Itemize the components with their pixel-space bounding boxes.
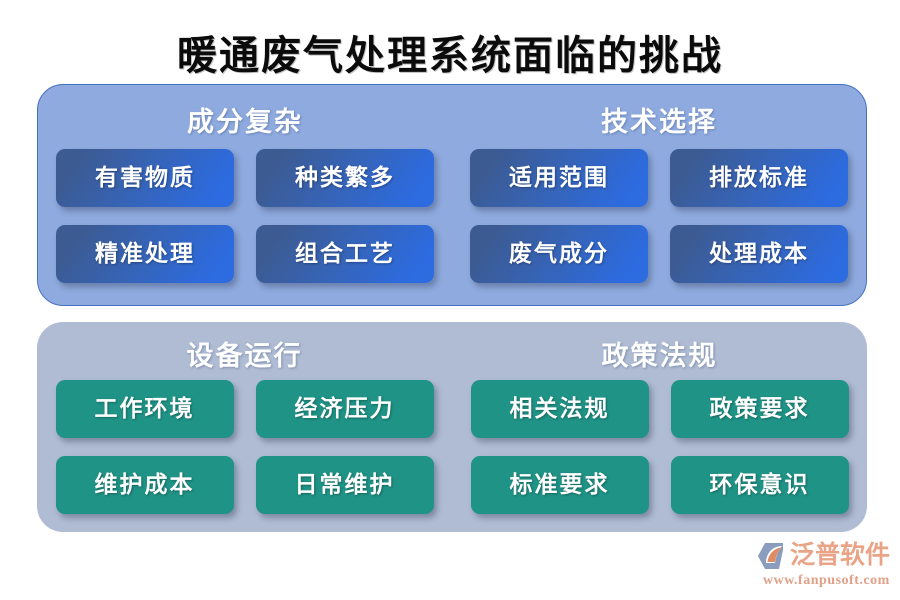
chip-grid: 适用范围 排放标准 废气成分 处理成本: [452, 149, 866, 283]
chip-grid: 工作环境 经济压力 维护成本 日常维护: [37, 380, 452, 514]
panel-columns: 成分复杂 有害物质 种类繁多 精准处理 组合工艺 技术选择 适用范围 排放标准 …: [38, 85, 866, 305]
chip-item[interactable]: 组合工艺: [256, 225, 434, 283]
logo-row: 泛普软件: [757, 541, 892, 571]
section-equipment-operation: 设备运行 工作环境 经济压力 维护成本 日常维护: [37, 322, 452, 532]
section-heading: 技术选择: [601, 107, 717, 137]
chip-item[interactable]: 标准要求: [470, 456, 649, 514]
chip-item[interactable]: 政策要求: [670, 380, 849, 438]
panel-challenges-gray: 设备运行 工作环境 经济压力 维护成本 日常维护 政策法规 相关法规 政策要求 …: [37, 322, 867, 532]
chip-grid: 有害物质 种类繁多 精准处理 组合工艺: [38, 149, 452, 283]
chip-item[interactable]: 工作环境: [55, 380, 234, 438]
chip-item[interactable]: 相关法规: [470, 380, 649, 438]
section-policy-regulation: 政策法规 相关法规 政策要求 标准要求 环保意识: [452, 322, 867, 532]
chip-item[interactable]: 处理成本: [670, 225, 848, 283]
chip-item[interactable]: 种类繁多: [256, 149, 434, 207]
chip-item[interactable]: 适用范围: [470, 149, 648, 207]
section-heading: 成分复杂: [187, 107, 303, 137]
logo-url-text: www.fanpusoft.com: [763, 573, 890, 588]
section-technology: 技术选择 适用范围 排放标准 废气成分 处理成本: [452, 85, 866, 305]
section-composition: 成分复杂 有害物质 种类繁多 精准处理 组合工艺: [38, 85, 452, 305]
chip-item[interactable]: 排放标准: [670, 149, 848, 207]
chip-item[interactable]: 维护成本: [55, 456, 234, 514]
panel-columns: 设备运行 工作环境 经济压力 维护成本 日常维护 政策法规 相关法规 政策要求 …: [37, 322, 867, 532]
company-logo[interactable]: 泛普软件 www.fanpusoft.com: [757, 541, 892, 589]
section-heading: 设备运行: [186, 341, 303, 371]
logo-brand-text: 泛普软件: [790, 542, 891, 569]
fanpu-hexagon-swoosh-icon: [758, 543, 783, 569]
chip-item[interactable]: 环保意识: [670, 456, 849, 514]
panel-challenges-blue: 成分复杂 有害物质 种类繁多 精准处理 组合工艺 技术选择 适用范围 排放标准 …: [37, 84, 867, 306]
section-heading: 政策法规: [601, 341, 718, 371]
chip-item[interactable]: 日常维护: [255, 456, 434, 514]
chip-grid: 相关法规 政策要求 标准要求 环保意识: [452, 380, 867, 514]
page-title: 暖通废气处理系统面临的挑战: [177, 33, 723, 78]
chip-item[interactable]: 废气成分: [470, 225, 648, 283]
chip-item[interactable]: 精准处理: [56, 225, 234, 283]
chip-item[interactable]: 经济压力: [255, 380, 434, 438]
chip-item[interactable]: 有害物质: [56, 149, 234, 207]
